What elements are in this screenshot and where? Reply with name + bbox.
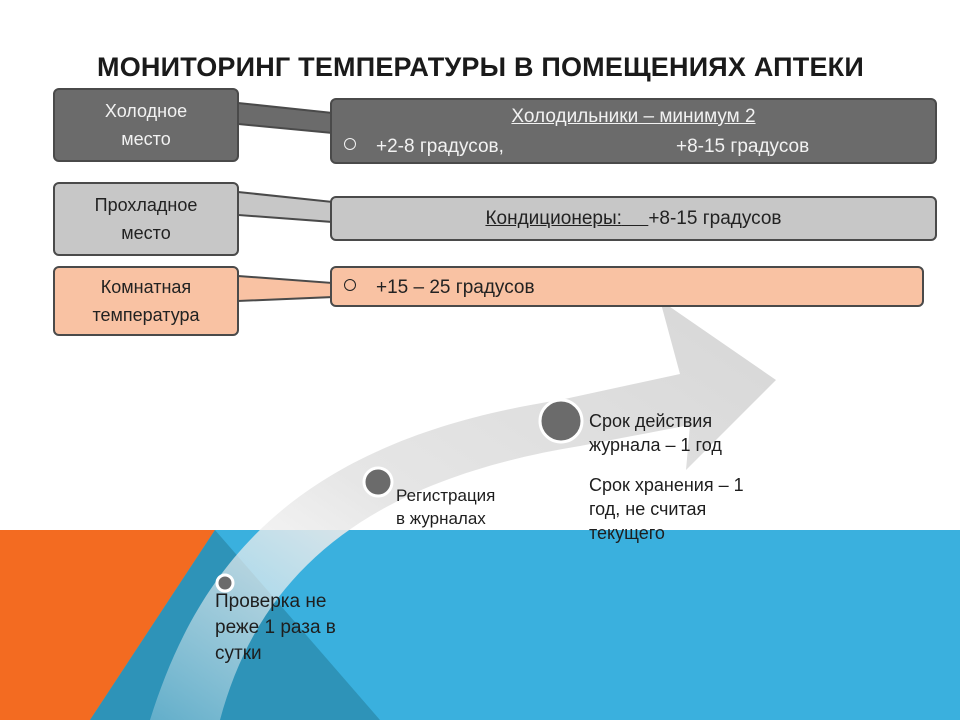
zone-label-line: Прохладное: [94, 195, 198, 215]
bullet-icon: [344, 279, 356, 291]
step-spacer: [589, 457, 744, 473]
step-line: текущего: [589, 523, 665, 543]
step-line: Срок действия: [589, 411, 713, 431]
step-line: год, не считая: [589, 499, 707, 519]
step-line: в журналах: [396, 509, 486, 528]
step-2-text: Регистрация в журналах: [396, 484, 495, 530]
fridge-item-row: +2-8 градусов,: [344, 136, 504, 158]
step-marker-2: [362, 466, 394, 498]
zone-label-cool: Прохладное место: [53, 182, 239, 256]
ac-row: Кондиционеры: +8-15 градусов: [332, 208, 935, 230]
step-3-text: Срок действия журнала – 1 год Срок хране…: [589, 409, 744, 545]
zone-label-line: место: [121, 223, 171, 243]
ac-range: +8-15 градусов: [648, 208, 782, 229]
step-line: сутки: [215, 643, 262, 664]
fridge-range-1: +2-8 градусов,: [376, 136, 504, 157]
timeline-arrow: [150, 300, 776, 720]
zone-label-line: место: [121, 129, 171, 149]
page-title: МОНИТОРИНГ ТЕМПЕРАТУРЫ В ПОМЕЩЕНИЯХ АПТЕ…: [97, 52, 864, 82]
zone-label-line: Комнатная: [100, 277, 192, 297]
zone-info-cool: Кондиционеры: +8-15 градусов: [330, 196, 937, 241]
zone-label-line: температура: [92, 305, 200, 325]
step-1-text: Проверка не реже 1 раза в сутки: [215, 589, 336, 667]
fridge-range-2: +8-15 градусов: [676, 136, 810, 157]
step-marker-3: [538, 398, 584, 444]
step-line: Регистрация: [396, 486, 496, 505]
fridge-heading: Холодильники – минимум 2: [511, 106, 756, 127]
zone-info-room: +15 – 25 градусов: [330, 266, 924, 307]
ac-underline-gap: [622, 208, 648, 229]
step-line: Проверка не: [215, 591, 327, 612]
ac-heading: Кондиционеры:: [485, 208, 622, 229]
room-item-row: +15 – 25 градусов: [344, 277, 535, 299]
orange-corner: [0, 530, 215, 720]
step-line: реже 1 раза в: [215, 617, 336, 638]
zone-label-line: Холодное: [104, 101, 188, 121]
callout-pointer-cold: [237, 101, 334, 135]
zone-info-cold: Холодильники – минимум 2 +2-8 градусов, …: [330, 98, 937, 164]
callout-pointer-room: [237, 274, 334, 303]
room-range: +15 – 25 градусов: [376, 277, 535, 298]
bullet-icon: [344, 138, 356, 150]
zone-label-room: Комнатная температура: [53, 266, 239, 336]
callout-pointer-cool: [237, 190, 334, 224]
step-line: журнала – 1 год: [589, 435, 722, 455]
zone-label-cold: Холодное место: [53, 88, 239, 162]
step-marker-1: [215, 573, 235, 593]
step-line: Срок хранения – 1: [589, 475, 744, 495]
